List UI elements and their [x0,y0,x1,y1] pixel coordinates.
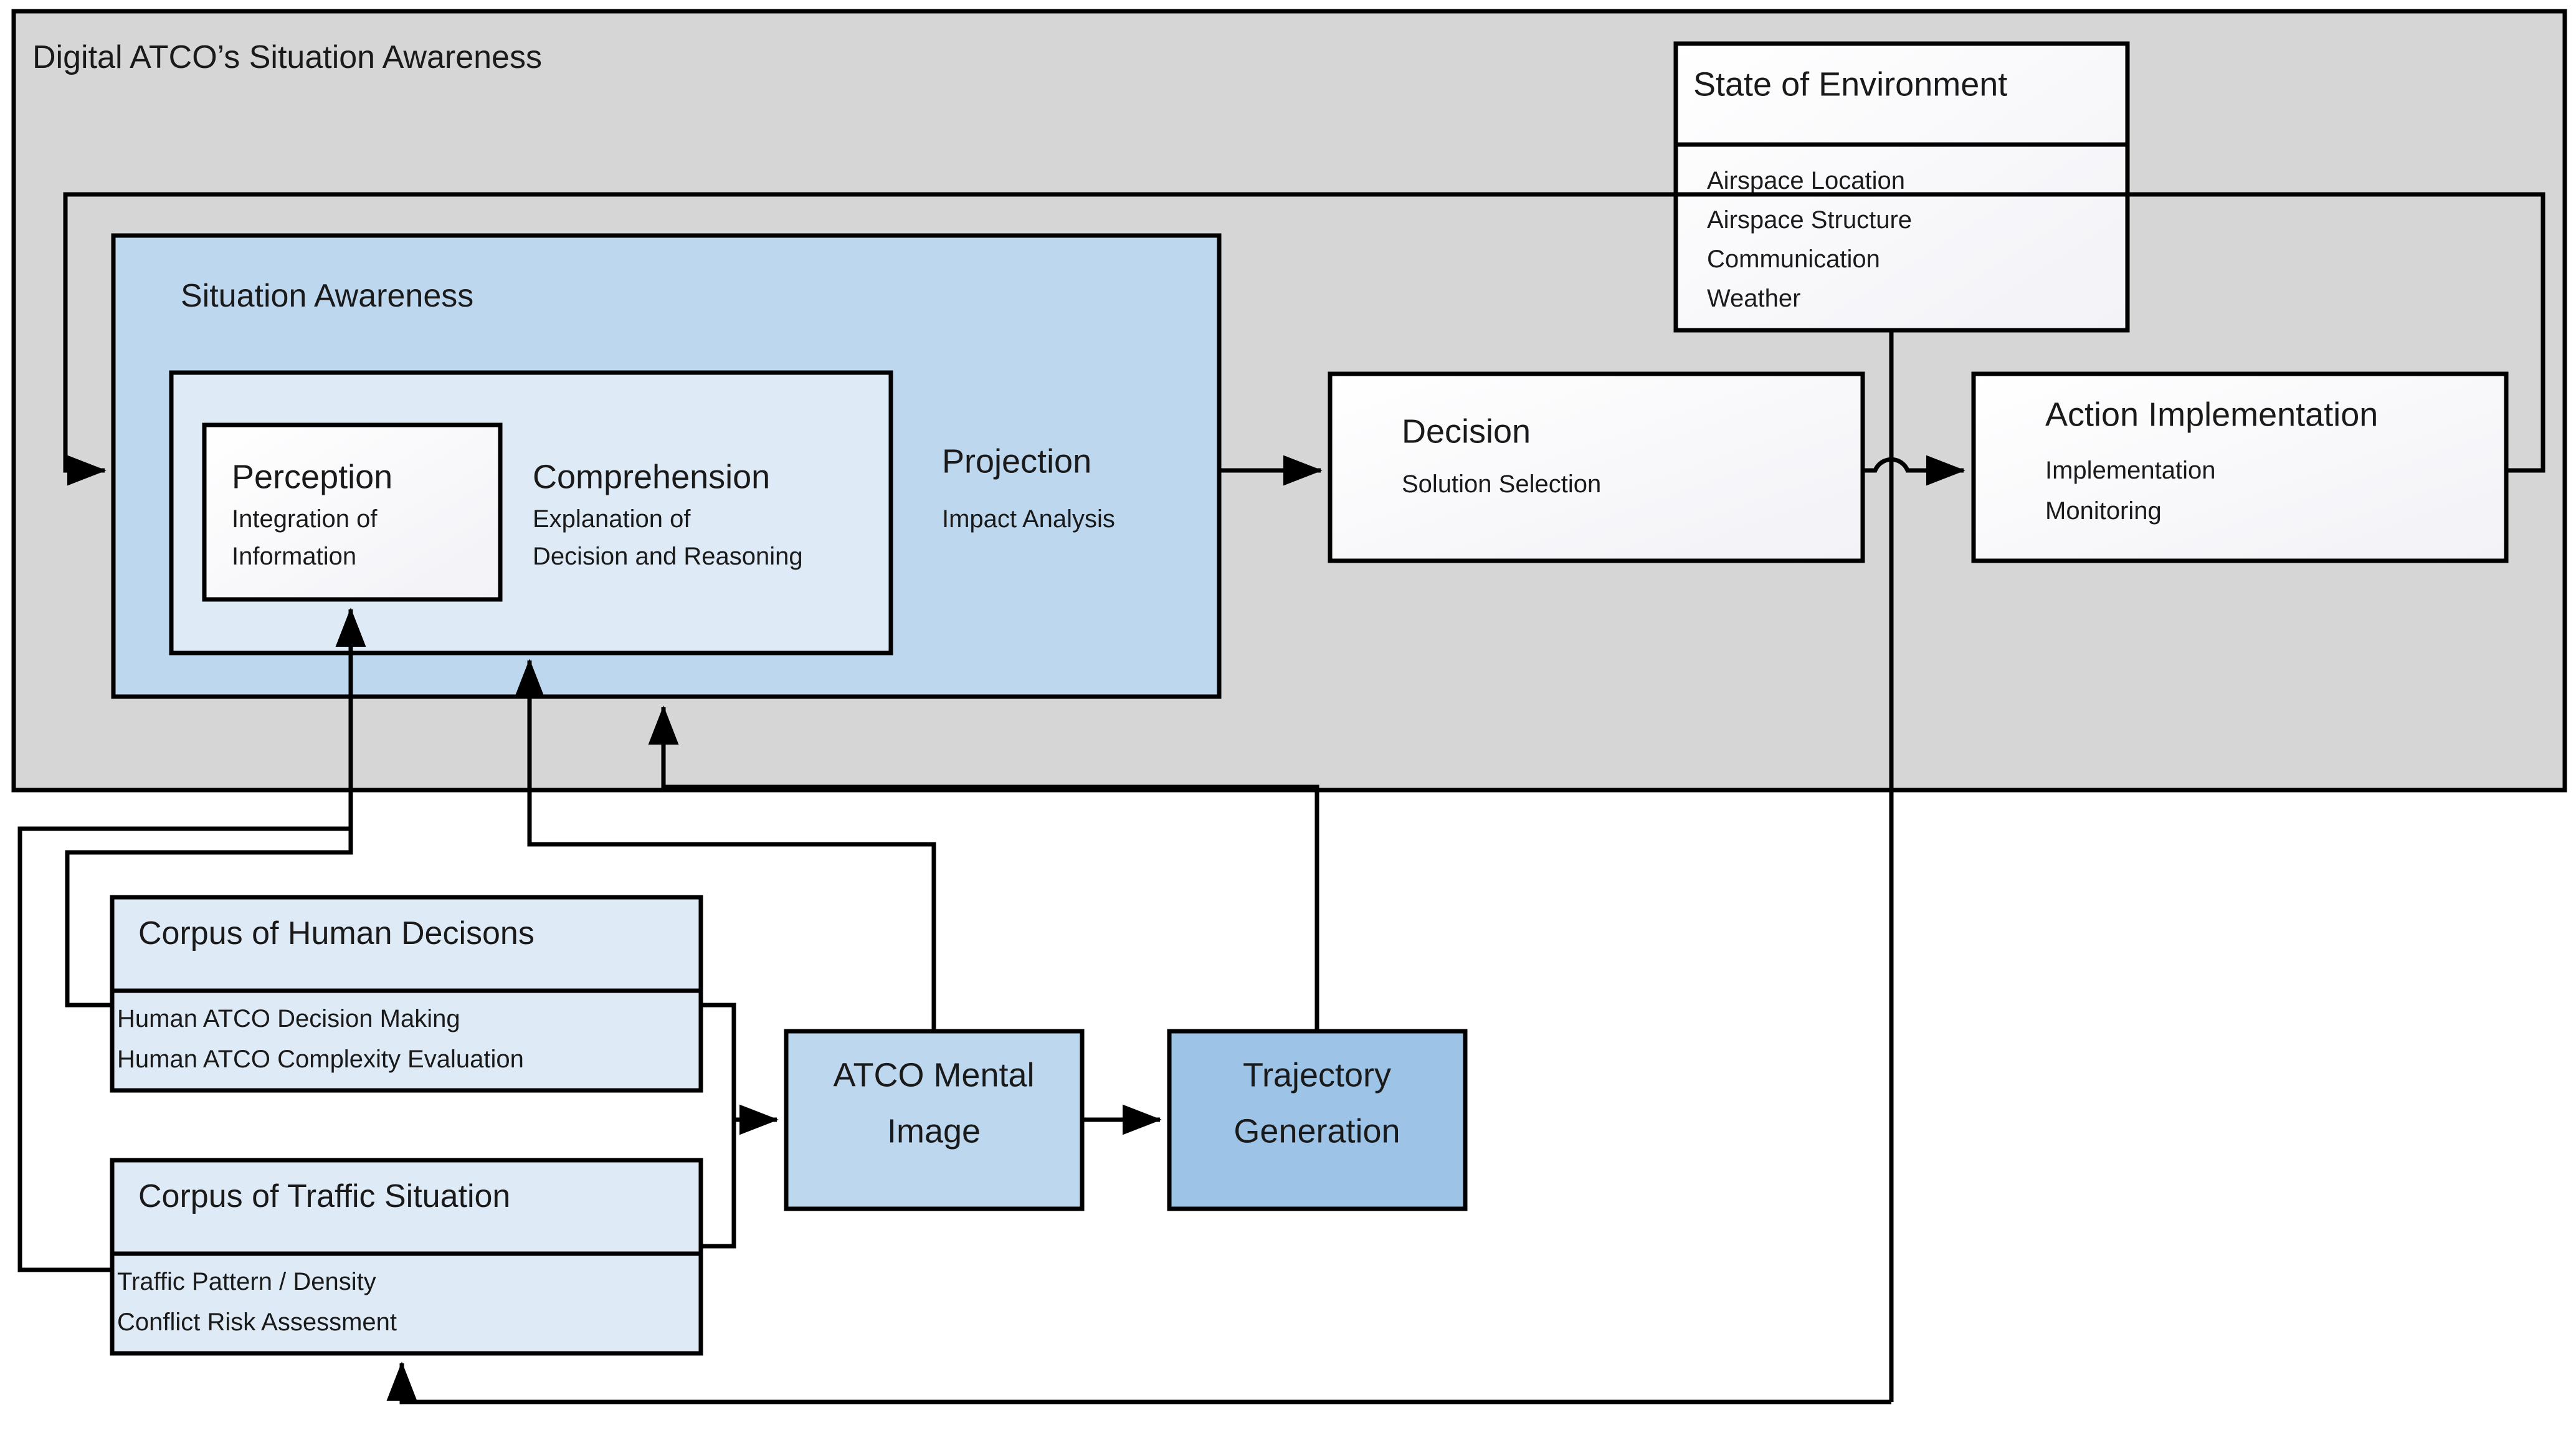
edge-atco-mental-image-to-comprehension [514,659,936,1031]
edge-corpus-human-decisions-to-atco-mental-image [701,1003,779,1135]
state-of-environment-item-2: Communication [1707,245,1880,273]
corpus-human-decisions-body [110,988,703,1093]
corpus-traffic-situation-body [110,1251,703,1356]
edge-state-of-environment-to-corpus-traffic [386,1361,1891,1404]
corpus-traffic-situation-item-1: Conflict Risk Assessment [117,1308,397,1336]
outer-container-title: Digital ATCO’s Situation Awareness [32,39,542,75]
comprehension-title: Comprehension [533,458,770,495]
atco-mental-image-box [784,1029,1085,1211]
decision-title: Decision [1402,412,1531,450]
action-implementation-box [1971,371,2509,563]
corpus-human-decisions-header [110,895,703,993]
trajectory-generation-line2: Generation [1233,1112,1400,1150]
projection-title: Projection [942,442,1091,480]
corpus-traffic-situation-title: Corpus of Traffic Situation [138,1178,510,1214]
perception-title: Perception [232,458,392,495]
edge-trajectory-generation-to-situation-awareness [648,705,1319,1031]
corpus-traffic-situation-item-0: Traffic Pattern / Density [117,1268,376,1295]
trajectory-generation-box [1167,1029,1468,1211]
state-of-environment-title: State of Environment [1693,65,2007,103]
action-implementation-title: Action Implementation [2045,396,2378,433]
decision-sub-line1: Solution Selection [1402,470,1601,498]
perception-box [202,422,503,602]
perception-sub-line2: Information [232,543,356,570]
state-of-environment-box [1673,41,2130,333]
edge-corpus-human-decisions-to-perception [65,608,366,1008]
corpus-traffic-situation-header [110,1158,703,1256]
situation-awareness-title: Situation Awareness [181,278,473,314]
action-implementation-sub-line1: Implementation [2045,457,2215,484]
projection-sub-line1: Impact Analysis [942,505,1115,533]
comprehension-sub-line1: Explanation of [533,505,691,533]
corpus-human-decisions-item-0: Human ATCO Decision Making [117,1005,460,1032]
perception-sub-line1: Integration of [232,505,378,533]
edge-corpus-traffic-situation-to-atco-mental-image [701,1120,736,1249]
trajectory-generation-line1: Trajectory [1243,1056,1391,1094]
decision-box [1328,371,1865,563]
comprehension-sub-line2: Decision and Reasoning [533,543,803,570]
atco-mental-image-line2: Image [887,1112,981,1150]
corpus-human-decisions-item-1: Human ATCO Complexity Evaluation [117,1046,524,1073]
edge-action-implementation-feedback-to-situation-awareness [63,192,2545,486]
edge-corpus-traffic-situation-to-perception [17,826,351,1272]
atco-mental-image-line1: ATCO Mental [833,1056,1034,1094]
corpus-human-decisions-title: Corpus of Human Decisons [138,915,535,951]
action-implementation-sub-line2: Monitoring [2045,497,2162,525]
state-of-environment-item-1: Airspace Structure [1707,206,1912,234]
state-of-environment-item-3: Weather [1707,285,1800,312]
state-of-environment-item-0: Airspace Location [1707,167,1905,194]
